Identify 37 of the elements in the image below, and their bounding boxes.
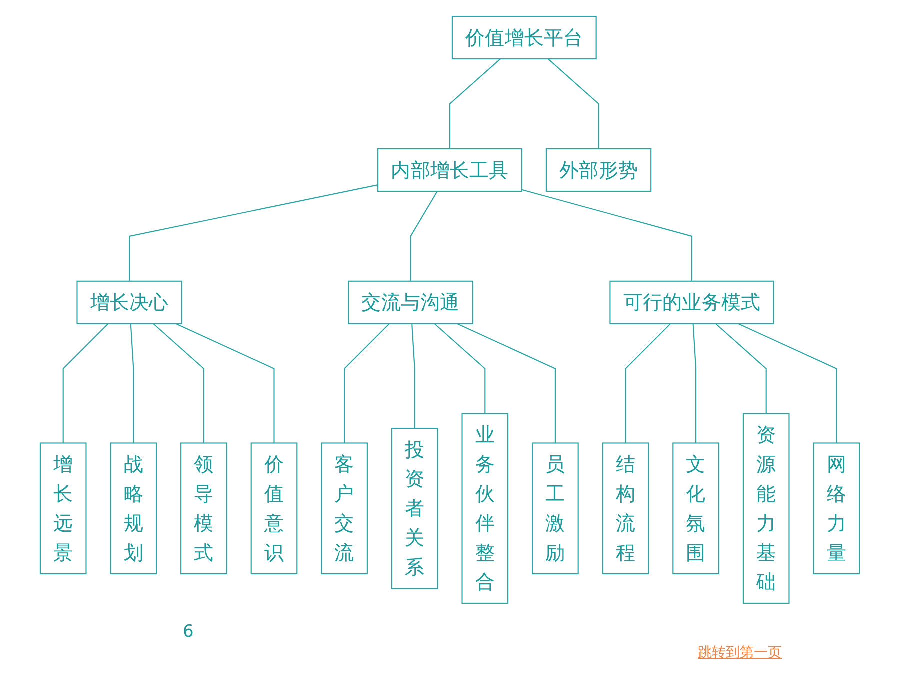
connector <box>548 58 600 149</box>
node-box: 内部增长工具 <box>378 148 522 192</box>
connector <box>625 324 672 444</box>
node-box: 资源能力基础 <box>742 413 790 604</box>
node-box: 外部形势 <box>546 148 652 192</box>
node-box: 结构流程 <box>602 442 650 575</box>
connector <box>344 324 390 444</box>
node-box: 领导模式 <box>180 442 228 575</box>
node-box: 交流与沟通 <box>348 280 474 324</box>
connector <box>738 323 838 444</box>
connector <box>456 323 556 444</box>
node-box: 文化氛围 <box>672 442 720 575</box>
node-box: 客户交流 <box>321 442 368 575</box>
connector <box>522 189 692 282</box>
node-box: 增长决心 <box>76 280 182 324</box>
connector <box>129 184 378 282</box>
connector <box>715 324 767 414</box>
node-box: 战略规划 <box>110 442 158 575</box>
node-box: 可行的业务模式 <box>610 280 774 324</box>
link: 跳转到第一页 <box>698 644 782 662</box>
connector <box>412 324 416 429</box>
connector <box>692 324 697 444</box>
node-box: 业务伙伴整合 <box>462 413 509 604</box>
node-box: 网络力量 <box>813 442 860 575</box>
connector <box>176 323 275 444</box>
node-box: 投资者关系 <box>391 428 438 590</box>
node-box: 员工激励 <box>532 442 579 575</box>
connector <box>434 324 486 414</box>
node-box: 价值增长平台 <box>452 16 597 60</box>
node-box: 增长远景 <box>40 442 87 575</box>
page-number: 6 <box>183 622 194 642</box>
node-box: 价值意识 <box>250 442 298 575</box>
connector <box>153 324 204 444</box>
connector <box>410 191 438 282</box>
connector <box>62 324 109 444</box>
connector <box>130 324 134 444</box>
connector <box>449 58 501 149</box>
